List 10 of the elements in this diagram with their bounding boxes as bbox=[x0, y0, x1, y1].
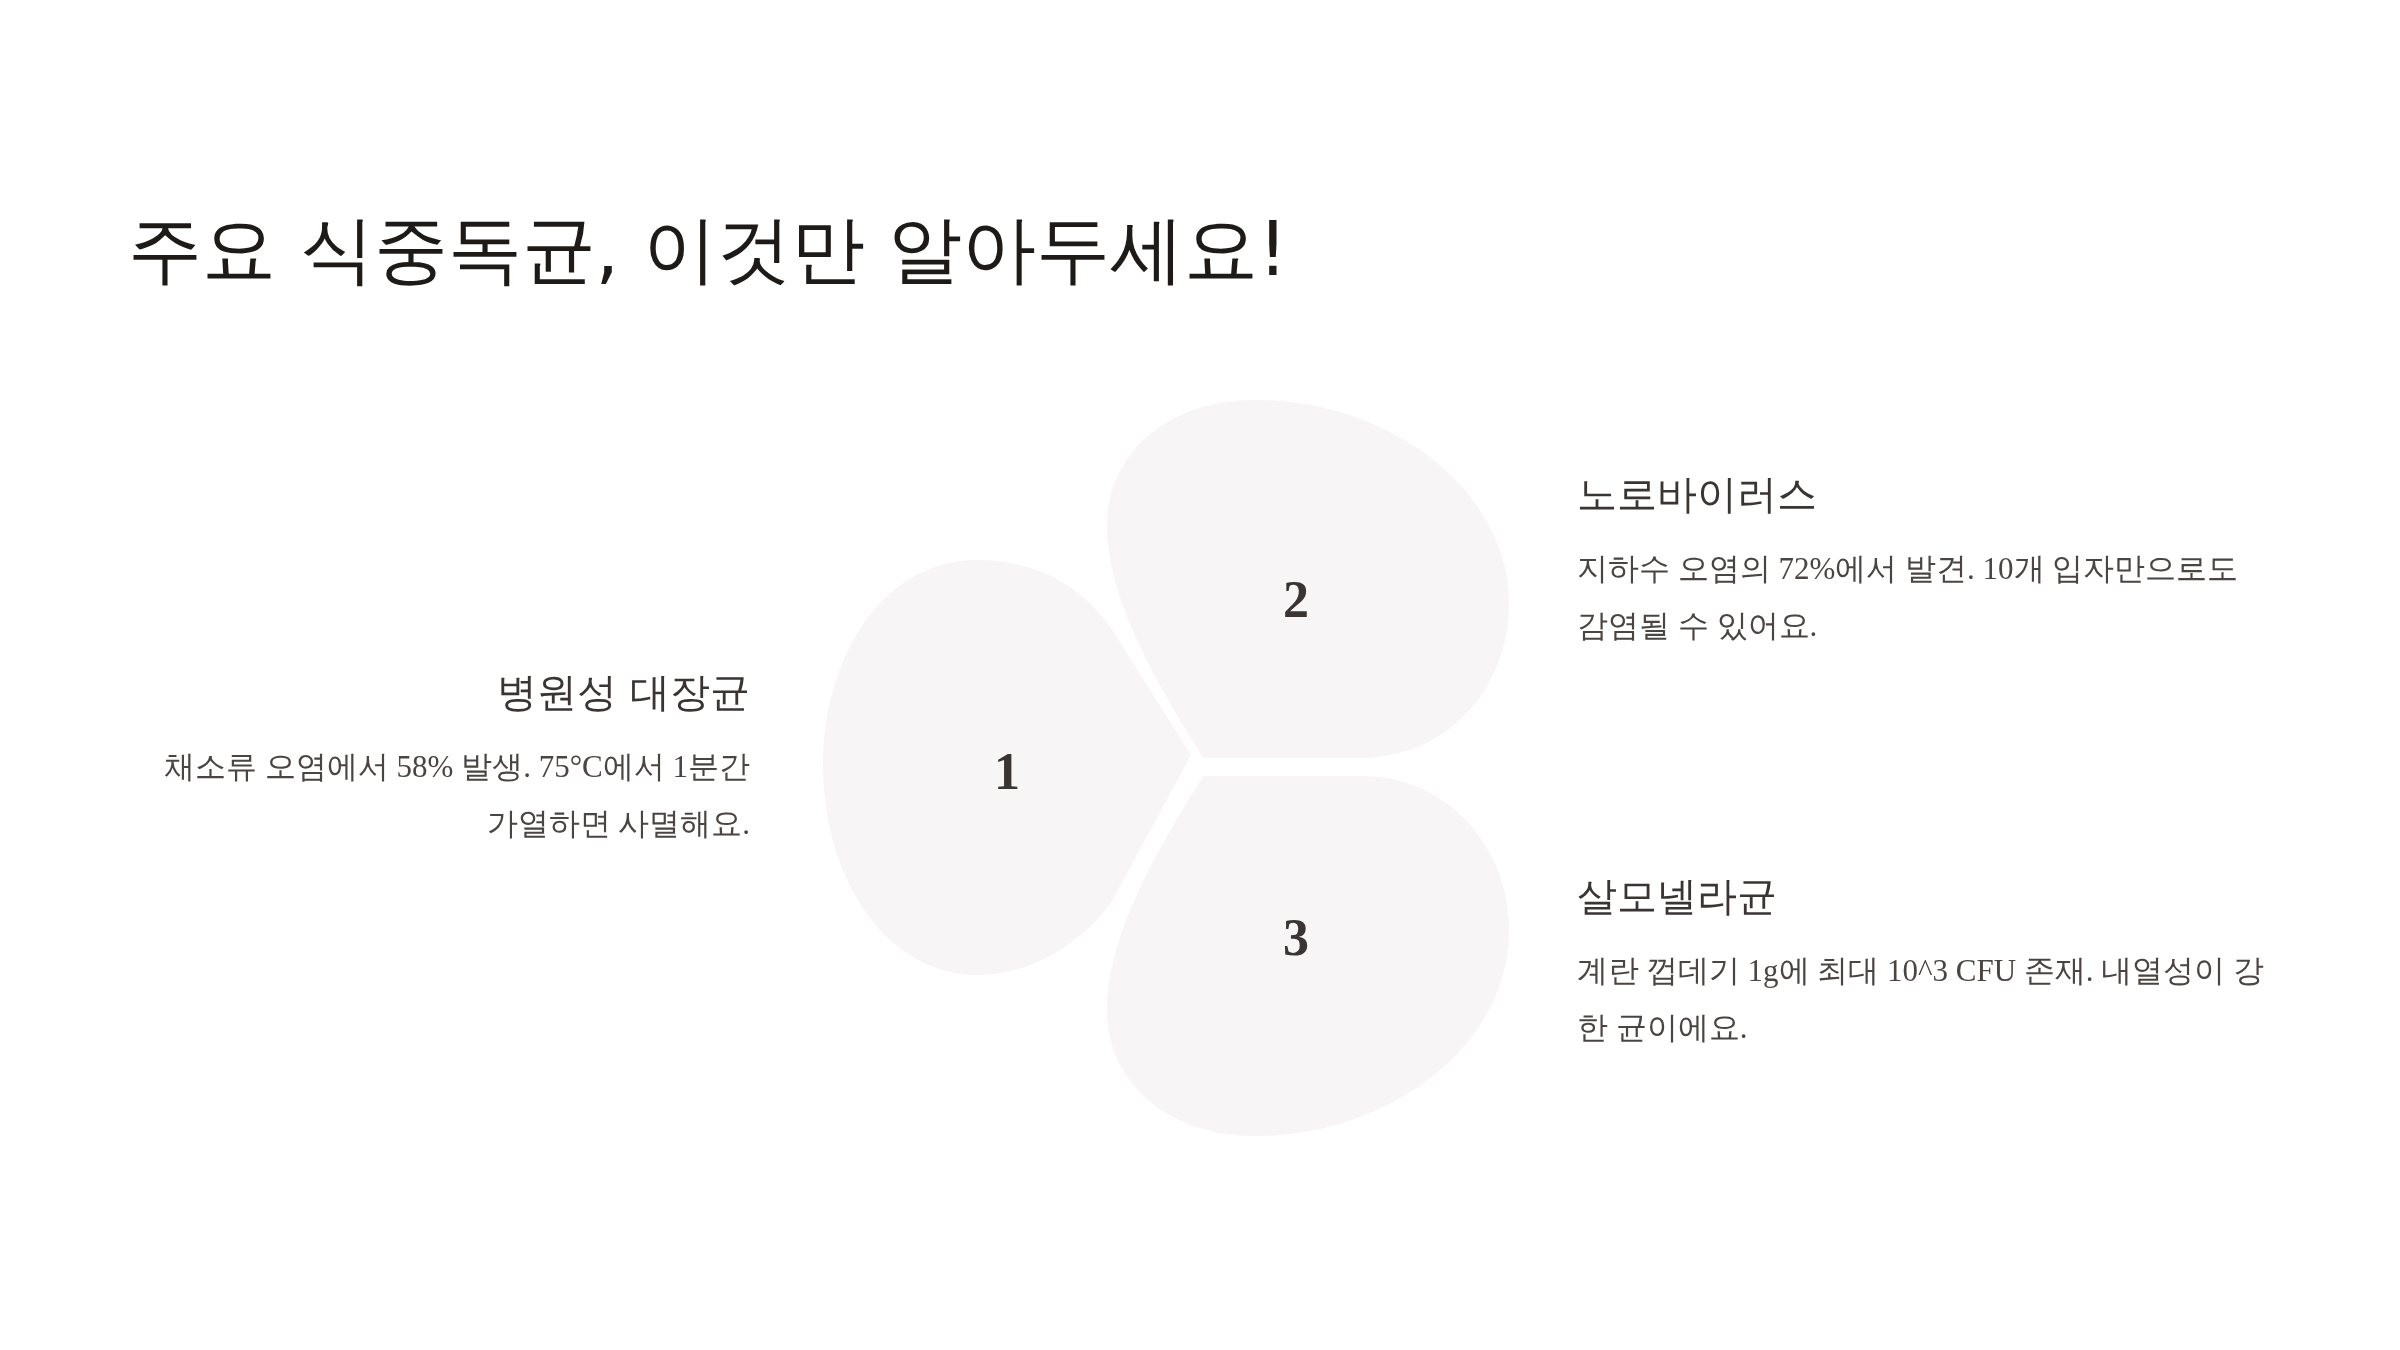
item-heading: 병원성 대장균 bbox=[496, 668, 750, 716]
step-number: 1 bbox=[994, 745, 1020, 798]
item-heading: 노로바이러스 bbox=[1577, 470, 1818, 518]
title: 주요 식중독균, 이것만 알아두세요! bbox=[128, 205, 1288, 294]
step-number: 2 bbox=[1282, 574, 1309, 627]
item-heading: 살모넬라균 bbox=[1577, 872, 1778, 920]
item-description: 계란 껍데기 1g에 최대 10^3 CFU 존재. 내열성이 강한 균이에요. bbox=[1577, 952, 2266, 1047]
step-number: 3 bbox=[1282, 912, 1309, 964]
item-description: 지하수 오염의 72%에서 발견. 10개 입자만으로도 감염될 수 있어요. bbox=[1577, 550, 2240, 645]
item-description: 채소류 오염에서 58% 발생. 75°C에서 1분간 가열하면 사멸해요. bbox=[163, 748, 750, 843]
